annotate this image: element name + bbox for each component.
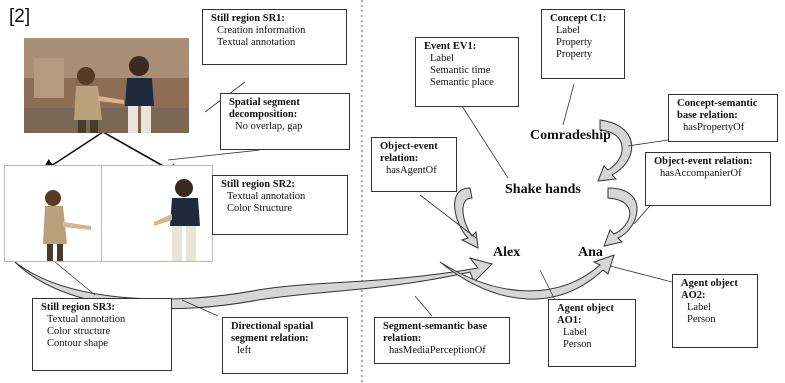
box-item: Property (556, 49, 593, 60)
box-agent-object-ao1: Agent object AO1: Label Person (548, 299, 636, 367)
box-concept-semantic-relation: Concept-semantic base relation: hasPrope… (668, 94, 778, 142)
connector-decomp (167, 149, 261, 161)
box-title: Object-event relation: (654, 156, 753, 167)
shake-ana-arrow (603, 187, 638, 247)
box-event-ev1: Event EV1: Label Semantic time Semantic … (415, 37, 519, 107)
box-title: Still region SR3: (41, 302, 115, 313)
connector-segment-semantic (414, 295, 433, 317)
box-item: Contour shape (47, 338, 108, 349)
box-title: Object-event relation: (380, 141, 438, 164)
box-title: Event EV1: (424, 41, 477, 52)
connector-event (461, 105, 509, 179)
photo-sr1 (24, 38, 189, 133)
connector-hasagent (419, 194, 477, 239)
connector-concept (562, 83, 575, 126)
box-item: Semantic place (430, 77, 494, 88)
photo-sr3 (4, 165, 104, 262)
box-item: Property (556, 37, 593, 48)
box-item: No overlap, gap (235, 121, 303, 132)
box-directional-relation: Directional spatial segment relation: le… (222, 317, 348, 374)
box-item: hasAccompanierOf (660, 168, 742, 179)
box-item: Semantic time (430, 65, 491, 76)
box-still-region-sr1: Still region SR1: Creation information T… (202, 9, 347, 65)
node-shake-hands: Shake hands (505, 182, 581, 197)
box-item: Color structure (47, 326, 111, 337)
box-item: Textual annotation (217, 37, 296, 48)
box-item: Person (687, 314, 716, 325)
box-title: Concept C1: (550, 13, 607, 24)
box-title: Agent object AO2: (681, 278, 738, 301)
shake-alex-arrow (454, 187, 479, 249)
box-title: Still region SR1: (211, 13, 285, 24)
node-alex: Alex (493, 245, 521, 260)
box-item: Textual annotation (47, 314, 126, 325)
comradeship-arrow (597, 119, 633, 182)
box-item: hasAgentOf (386, 165, 437, 176)
box-item: left (237, 345, 251, 356)
box-spatial-decomposition: Spatial segment decomposition: No overla… (220, 93, 350, 150)
reference-label: [2] (9, 6, 31, 27)
connector-concept-relation (627, 139, 669, 147)
box-item: Person (563, 339, 592, 350)
box-title: Still region SR2: (221, 179, 295, 190)
box-title: Directional spatial segment relation: (231, 321, 314, 344)
box-still-region-sr2: Still region SR2: Textual annotation Col… (212, 175, 348, 235)
connector-ao1 (539, 269, 556, 301)
box-concept-c1: Concept C1: Label Property Property (541, 9, 625, 79)
box-title: Spatial segment decomposition: (229, 97, 300, 120)
box-title: Concept-semantic base relation: (677, 98, 758, 121)
connector-sr3 (54, 261, 96, 296)
connector-directional (181, 299, 219, 317)
box-item: Label (563, 327, 587, 338)
alex-ana-arrow (439, 254, 615, 300)
box-segment-semantic-relation: Segment-semantic base relation: hasMedia… (374, 317, 510, 364)
box-item: Label (687, 302, 711, 313)
box-title: Segment-semantic base relation: (383, 321, 488, 344)
box-object-event-relation-accompanier: Object-event relation: hasAccompanierOf (645, 152, 771, 206)
photo-sr2 (101, 165, 213, 262)
box-object-event-relation-agent: Object-event relation: hasAgentOf (371, 137, 457, 192)
box-item: Textual annotation (227, 191, 306, 202)
segment-semantic-arrow (14, 257, 493, 310)
box-title: Agent object AO1: (557, 303, 614, 326)
node-ana: Ana (578, 245, 603, 260)
connector-ao2 (609, 265, 673, 283)
box-item: hasMediaPerceptionOf (389, 345, 486, 356)
box-item: Color Structure (227, 203, 293, 214)
box-item: Creation information (217, 25, 306, 36)
box-still-region-sr3: Still region SR3: Textual annotation Col… (32, 298, 172, 371)
node-comradeship: Comradeship (530, 128, 611, 143)
box-item: Label (556, 25, 580, 36)
box-agent-object-ao2: Agent object AO2: Label Person (672, 274, 758, 348)
box-item: hasPropertyOf (683, 122, 745, 133)
box-item: Label (430, 53, 454, 64)
